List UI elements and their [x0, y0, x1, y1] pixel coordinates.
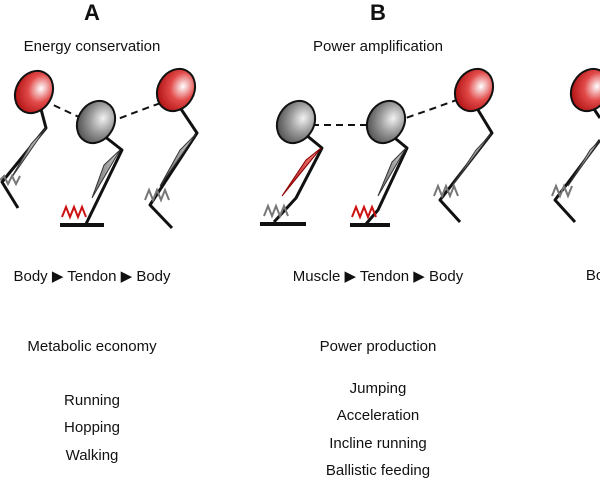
panel-a-leg-2 — [60, 99, 124, 227]
panel-a-heading: Energy conservation — [23, 38, 161, 55]
panel-a-energy-flow: Body ▶ Tendon ▶ Body — [13, 268, 171, 285]
panel-b-leg-1 — [260, 99, 324, 226]
panel-b-outcome: Power production — [319, 338, 437, 355]
panel-a-example: Walking — [65, 447, 119, 464]
panel-b-leg-3 — [433, 67, 495, 224]
panel-c-leg-1 — [551, 67, 600, 224]
panel-b-energy-flow: Muscle ▶ Tendon ▶ Body — [292, 268, 464, 285]
panel-b-example: Ballistic feeding — [325, 462, 431, 479]
panel-a-leg-1 — [0, 69, 55, 209]
panel-a-example: Running — [64, 392, 120, 409]
panel-a-letter: A — [84, 0, 100, 25]
panel-a-leg-3 — [144, 67, 199, 230]
panel-b-heading: Power amplification — [312, 38, 444, 55]
panel-a-outcome: Metabolic economy — [27, 338, 157, 355]
panel-b-example: Acceleration — [336, 407, 420, 424]
panel-b-letter: B — [370, 0, 386, 25]
panel-c-energy-flow: Bo — [585, 267, 600, 284]
panel-b-leg-2 — [350, 99, 409, 227]
panel-b-example: Incline running — [329, 435, 427, 452]
panel-a-example: Hopping — [64, 419, 120, 436]
panel-b-example: Jumping — [349, 380, 407, 397]
